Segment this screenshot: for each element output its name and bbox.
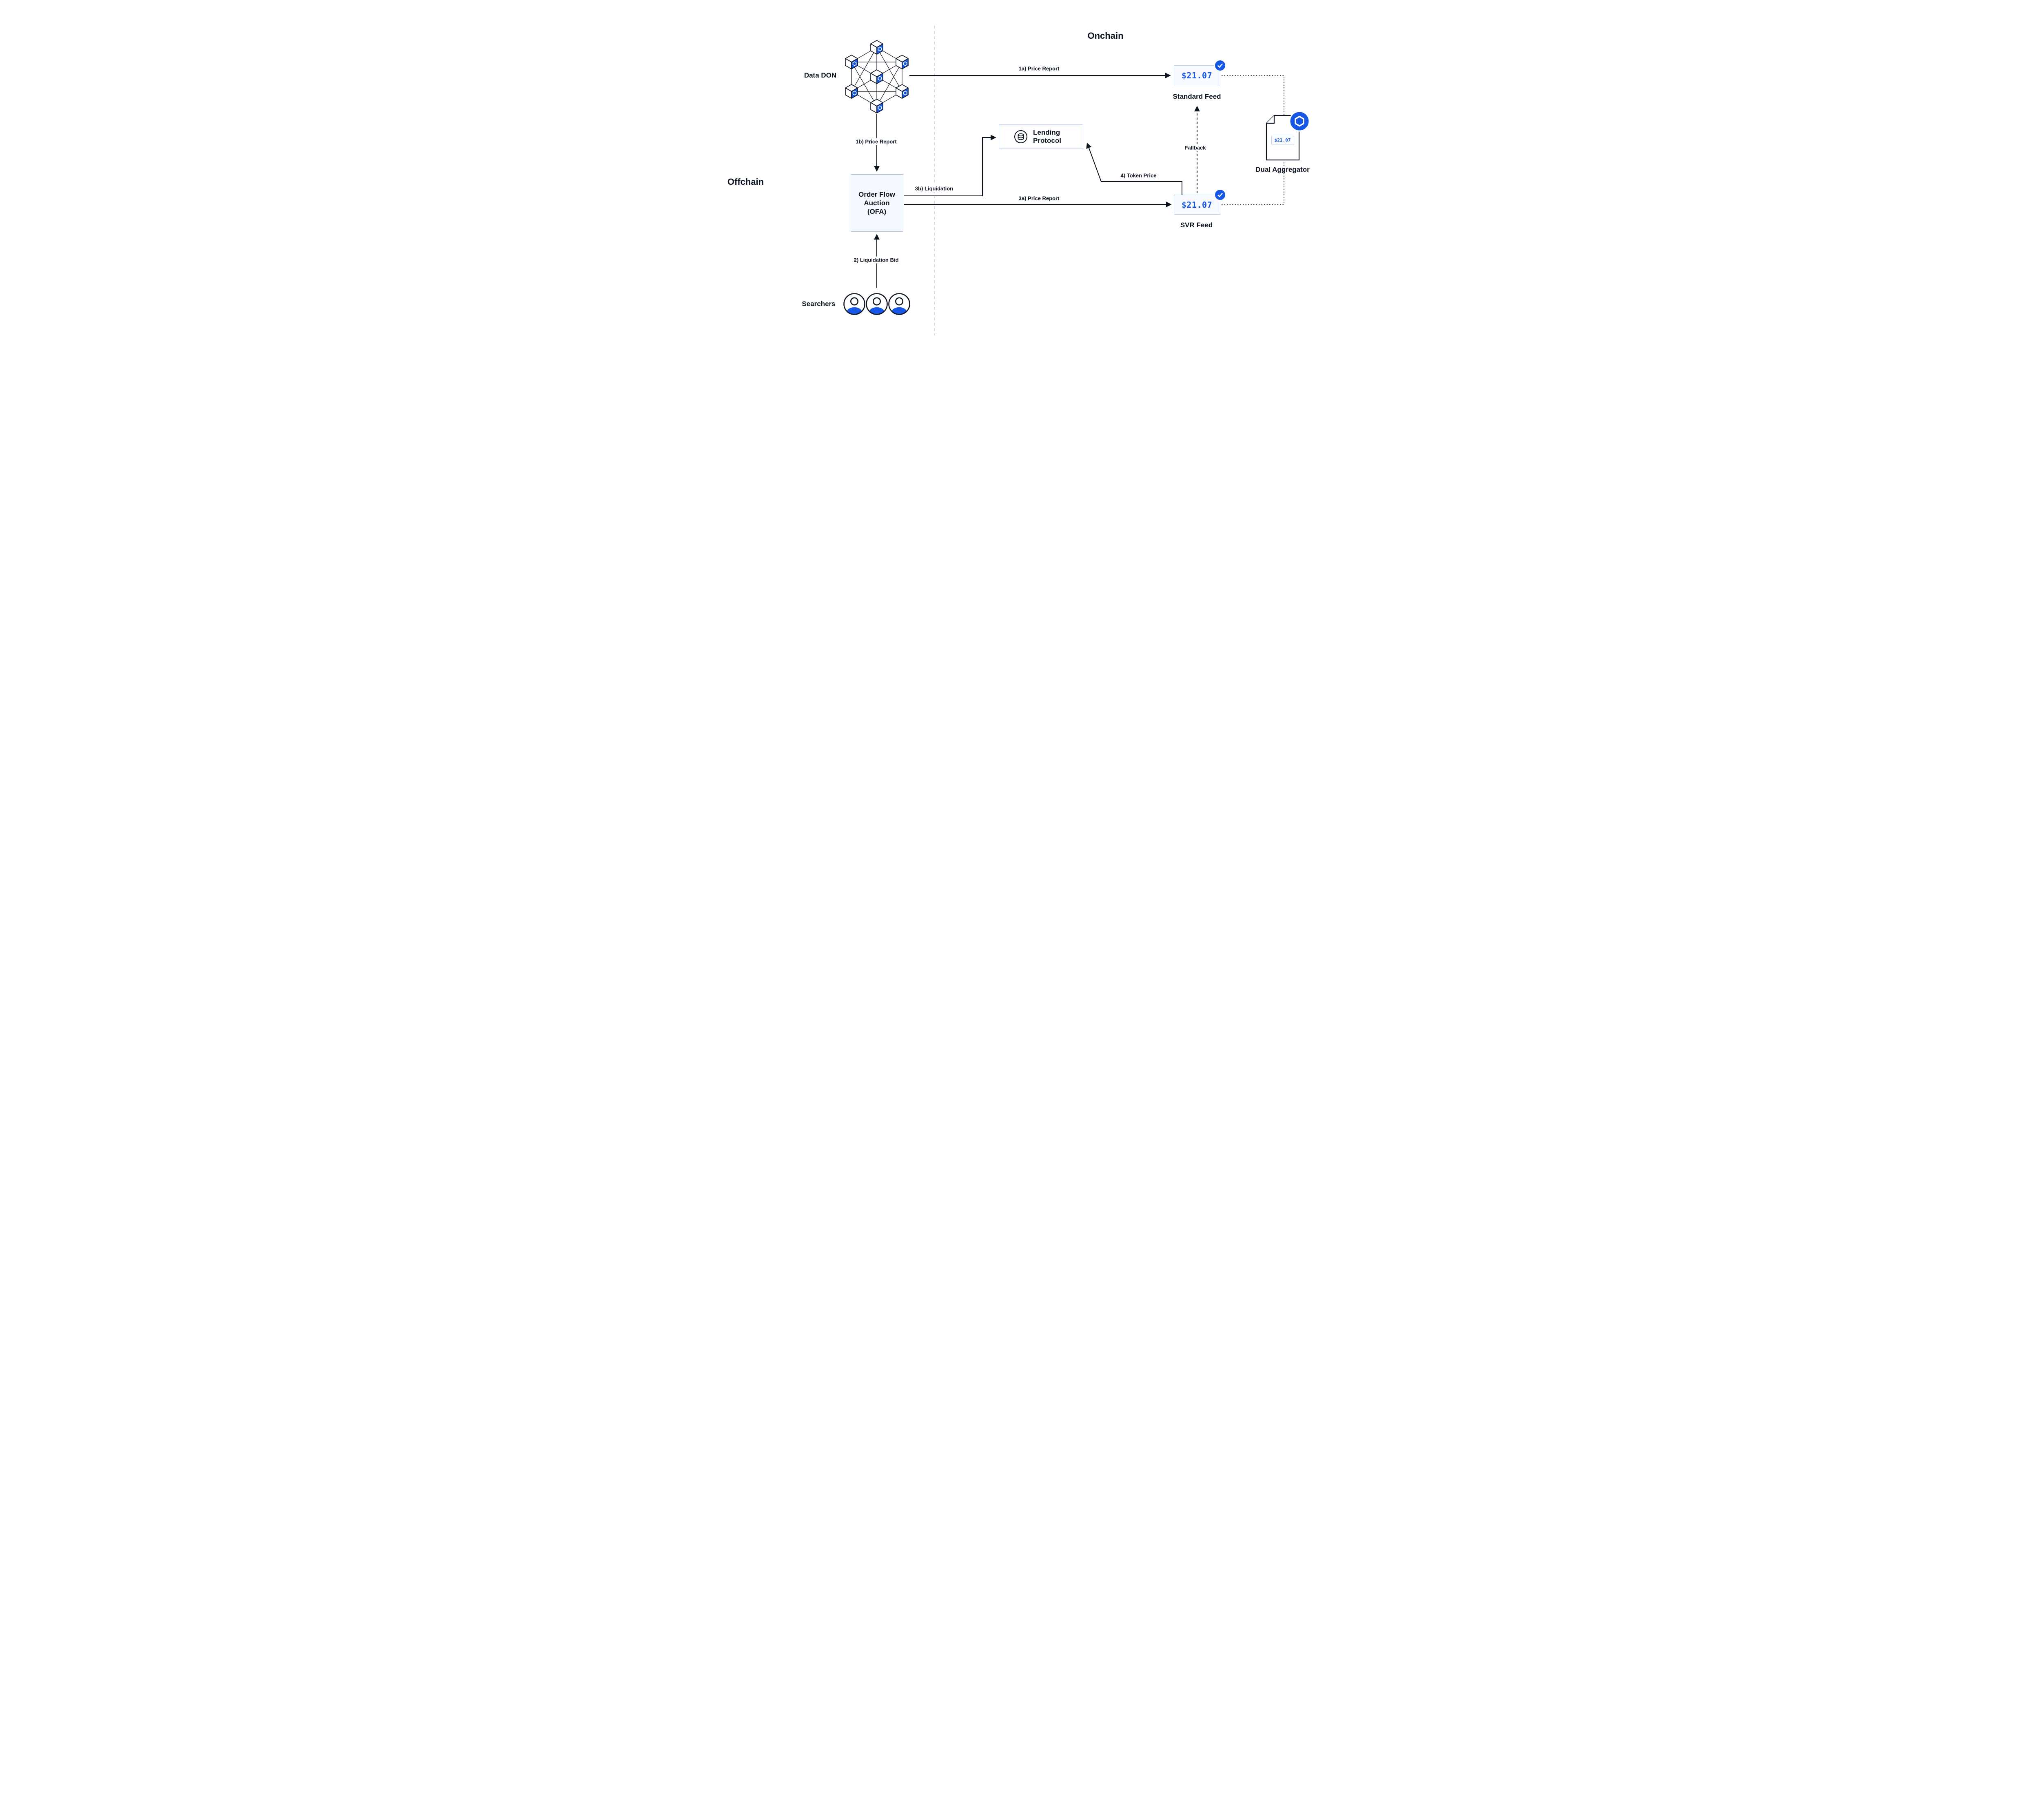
svr-feed-value: $21.07 — [1181, 200, 1213, 210]
standard-feed-box: $21.07 — [1173, 60, 1226, 85]
don-node-cube — [870, 99, 883, 113]
edge-label-2: 2) Liquidation Bid — [851, 256, 901, 264]
chainlink-hexagon-outline — [1294, 115, 1304, 127]
don-node-cube — [845, 84, 858, 99]
chainlink-hexagon-icon — [1289, 111, 1310, 132]
order-flow-auction-label: Order Flow Auction (OFA) — [858, 190, 895, 216]
dotted-standard-to-aggregator — [1221, 75, 1284, 115]
coins-icon — [1014, 130, 1027, 143]
dual-aggregator-label: Dual Aggregator — [1255, 166, 1310, 173]
don-node-cube — [895, 84, 909, 99]
svr-feed-box: $21.07 — [1173, 189, 1226, 215]
order-flow-auction-box: Order Flow Auction (OFA) — [850, 174, 903, 232]
onchain-section-title: Onchain — [1087, 31, 1124, 41]
diagram-canvas: Onchain Offchain Data DON Searchers Stan… — [700, 0, 1340, 364]
offchain-section-title: Offchain — [727, 177, 764, 187]
edge-label-1b: 1b) Price Report — [853, 138, 899, 145]
lending-protocol-label: Lending Protocol — [1033, 128, 1061, 144]
don-node-cube — [845, 55, 858, 69]
don-node-cube — [870, 40, 883, 55]
searchers-label: Searchers — [802, 300, 836, 308]
arrow-token-price-4 — [1086, 142, 1182, 195]
searchers-group — [843, 292, 911, 316]
searcher-icon — [888, 293, 910, 315]
check-icon — [1214, 189, 1226, 201]
don-node-cube — [870, 69, 883, 84]
data-don-label: Data DON — [804, 71, 837, 79]
dual-aggregator-value-chip: $21.07 — [1271, 136, 1294, 144]
dual-aggregator-value: $21.07 — [1274, 138, 1291, 143]
edge-label-3a: 3a) Price Report — [1016, 195, 1062, 202]
standard-feed-value: $21.07 — [1181, 70, 1213, 80]
don-node-cube — [895, 55, 909, 69]
data-don-network — [845, 40, 909, 113]
edge-label-1a: 1a) Price Report — [1016, 65, 1062, 72]
connectors-layer — [874, 26, 1284, 335]
searcher-icon — [865, 293, 888, 315]
edge-label-3b: 3b) Liquidation — [912, 185, 956, 192]
searcher-icon — [843, 293, 865, 315]
document-fold — [1266, 115, 1275, 124]
lending-protocol-box: Lending Protocol — [998, 124, 1083, 149]
edge-label-fallback: Fallback — [1182, 144, 1208, 151]
standard-feed-label: Standard Feed — [1173, 93, 1221, 100]
svr-feed-label: SVR Feed — [1180, 221, 1213, 229]
edge-label-4: 4) Token Price — [1118, 172, 1159, 179]
check-icon — [1214, 60, 1226, 71]
don-mesh-lines — [851, 47, 902, 107]
